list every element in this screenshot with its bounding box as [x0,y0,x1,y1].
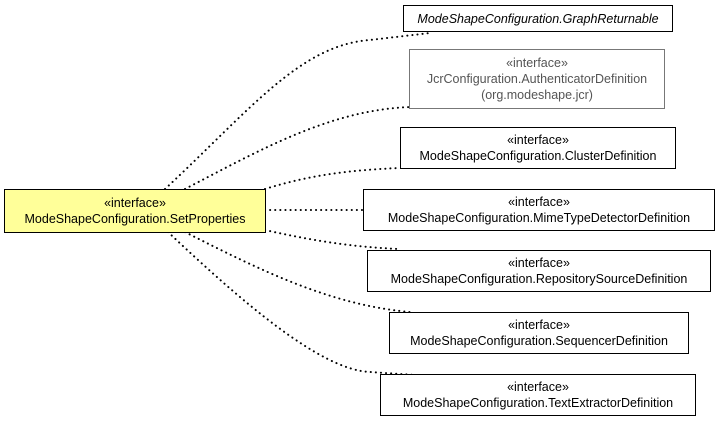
sequencer-definition-stereotype: «interface» [508,318,570,332]
mimetype-detector-definition-name: ModeShapeConfiguration.MimeTypeDetectorD… [387,211,691,225]
edge-to-authenticator-definition [184,106,411,190]
text-extractor-definition-name: ModeShapeConfiguration.TextExtractorDefi… [402,396,674,410]
text-extractor-definition-node[interactable]: «interface» ModeShapeConfiguration.TextE… [380,374,696,416]
authenticator-definition-node[interactable]: «interface» JcrConfiguration.Authenticat… [409,49,665,109]
sequencer-definition-node[interactable]: «interface» ModeShapeConfiguration.Seque… [389,312,689,354]
authenticator-definition-stereotype: «interface» [506,56,568,70]
mimetype-detector-definition-node[interactable]: «interface» ModeShapeConfiguration.MimeT… [363,189,715,231]
edge-to-sequencer-definition [184,231,411,313]
repository-source-definition-node[interactable]: «interface» ModeShapeConfiguration.Repos… [367,250,711,292]
set-properties-stereotype: «interface» [104,196,166,210]
edge-to-graph-returnable [164,32,431,190]
authenticator-definition-name: JcrConfiguration.AuthenticatorDefinition [426,72,648,86]
sequencer-definition-name: ModeShapeConfiguration.SequencerDefiniti… [410,334,668,348]
cluster-definition-stereotype: «interface» [507,133,569,147]
graph-returnable-name: ModeShapeConfiguration.GraphReturnable [417,11,659,26]
edge-to-cluster-definition [264,167,401,190]
text-extractor-definition-stereotype: «interface» [507,380,569,394]
set-properties-node[interactable]: «interface» ModeShapeConfiguration.SetPr… [4,189,266,233]
edge-to-repository-source-definition [264,229,401,250]
edge-to-text-extractor-definition [167,231,416,376]
set-properties-name: ModeShapeConfiguration.SetProperties [24,212,246,226]
mimetype-detector-definition-stereotype: «interface» [508,195,570,209]
graph-returnable-node[interactable]: ModeShapeConfiguration.GraphReturnable [403,5,673,32]
authenticator-definition-package: (org.modeshape.jcr) [481,88,593,102]
repository-source-definition-name: ModeShapeConfiguration.RepositorySourceD… [390,272,688,286]
cluster-definition-name: ModeShapeConfiguration.ClusterDefinition [419,149,657,163]
repository-source-definition-stereotype: «interface» [508,256,570,270]
cluster-definition-node[interactable]: «interface» ModeShapeConfiguration.Clust… [400,127,676,169]
